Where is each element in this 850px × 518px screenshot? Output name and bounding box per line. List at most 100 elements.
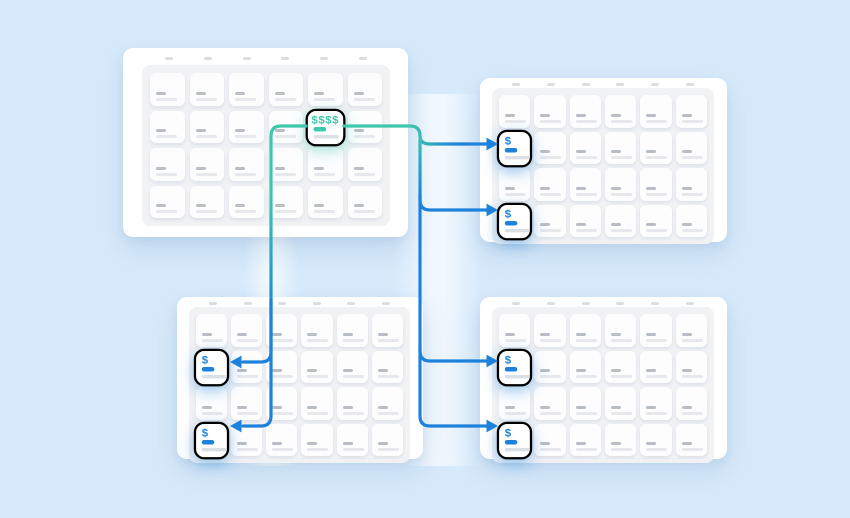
placeholder-card [605,350,637,383]
text-placeholder-bar [156,210,177,213]
text-placeholder-bar [575,192,597,196]
title-placeholder-bar [681,332,692,336]
text-placeholder-bar [274,172,296,176]
title-placeholder-bar [353,166,364,170]
placeholder-card [640,350,672,383]
text-placeholder-bar [646,229,668,232]
header-dash [546,302,555,305]
text-placeholder-bar [611,338,632,342]
title-placeholder-bar [235,166,245,170]
text-placeholder-bar [201,373,227,378]
price-label: $ [504,134,512,148]
title-placeholder-bar [274,204,285,207]
title-placeholder-bar [681,405,692,409]
screen-panel-bottom-right: $$ [480,297,727,463]
header-dash [650,302,659,305]
placeholder-card [150,110,185,143]
placeholder-card [231,423,263,456]
text-placeholder-bar [681,229,703,232]
text-placeholder-bar [504,373,530,378]
text-placeholder-bar [195,97,217,101]
text-placeholder-bar [274,135,296,138]
text-placeholder-bar [505,411,526,415]
placeholder-card [231,350,263,383]
title-placeholder-bar [195,129,206,132]
text-placeholder-bar [611,156,632,159]
placeholder-card [534,168,566,201]
title-placeholder-bar [611,113,621,117]
placeholder-card [640,95,672,128]
title-placeholder-bar [272,405,283,409]
text-placeholder-bar [681,411,703,415]
placeholder-card [640,314,672,347]
text-placeholder-bar [540,411,562,415]
title-placeholder-bar [575,150,586,153]
text-placeholder-bar [307,448,329,451]
title-placeholder-bar [235,91,245,95]
text-placeholder-bar [272,375,294,378]
column-header-dashes [150,57,382,60]
title-placeholder-bar [646,150,657,153]
placeholder-card [640,131,672,164]
title-placeholder-bar [505,405,515,409]
title-placeholder-bar [646,186,657,190]
header-dash [358,57,367,60]
title-placeholder-bar [575,442,586,445]
text-placeholder-bar [377,375,399,378]
text-placeholder-bar [505,119,526,123]
title-placeholder-bar [353,91,364,95]
placeholder-card [196,314,228,347]
text-placeholder-bar [646,338,668,342]
placeholder-card [231,387,263,420]
text-placeholder-bar [540,119,562,123]
placeholder-card [499,387,531,420]
text-placeholder-bar [377,411,399,415]
text-placeholder-bar [237,448,259,451]
placeholder-card [499,168,531,201]
title-placeholder-bar [353,204,364,207]
card-grid: $$ [492,88,714,244]
placeholder-card [371,387,403,420]
title-placeholder-bar [314,166,324,170]
placeholder-card [605,168,637,201]
header-dash [243,302,252,305]
title-placeholder-bar [575,186,586,190]
placeholder-card [605,95,637,128]
text-placeholder-bar [202,411,223,415]
card-grid: $$ [189,307,410,463]
title-placeholder-bar [314,91,324,95]
price-card-source: $$$$ [305,108,345,146]
title-placeholder-bar [611,223,621,226]
title-placeholder-bar [237,332,248,336]
placeholder-card [308,148,343,181]
title-placeholder-bar [505,332,515,336]
header-dash [685,302,694,305]
title-placeholder-bar [646,113,657,117]
placeholder-card [150,148,185,181]
header-dash [512,83,521,86]
title-placeholder-bar [540,150,551,153]
screen-panel-bottom-left: $$ [177,297,423,463]
placeholder-card [569,423,601,456]
placeholder-card [371,423,403,456]
title-placeholder-bar [611,332,621,336]
placeholder-card [569,314,601,347]
title-placeholder-bar [611,405,621,409]
title-placeholder-bar [681,150,692,153]
placeholder-card [268,110,303,143]
text-placeholder-bar [377,448,399,451]
placeholder-card [229,73,264,106]
text-placeholder-bar [646,411,668,415]
placeholder-card [675,95,707,128]
title-placeholder-bar [646,223,657,226]
placeholder-card [640,204,672,237]
title-placeholder-bar [377,369,388,372]
placeholder-card [189,148,224,181]
text-placeholder-bar [237,375,259,378]
header-dash [581,83,590,86]
text-placeholder-bar [313,133,339,138]
placeholder-card [569,387,601,420]
price-card-target: $ [496,348,533,386]
placeholder-card [605,314,637,347]
title-placeholder-bar [611,442,621,445]
